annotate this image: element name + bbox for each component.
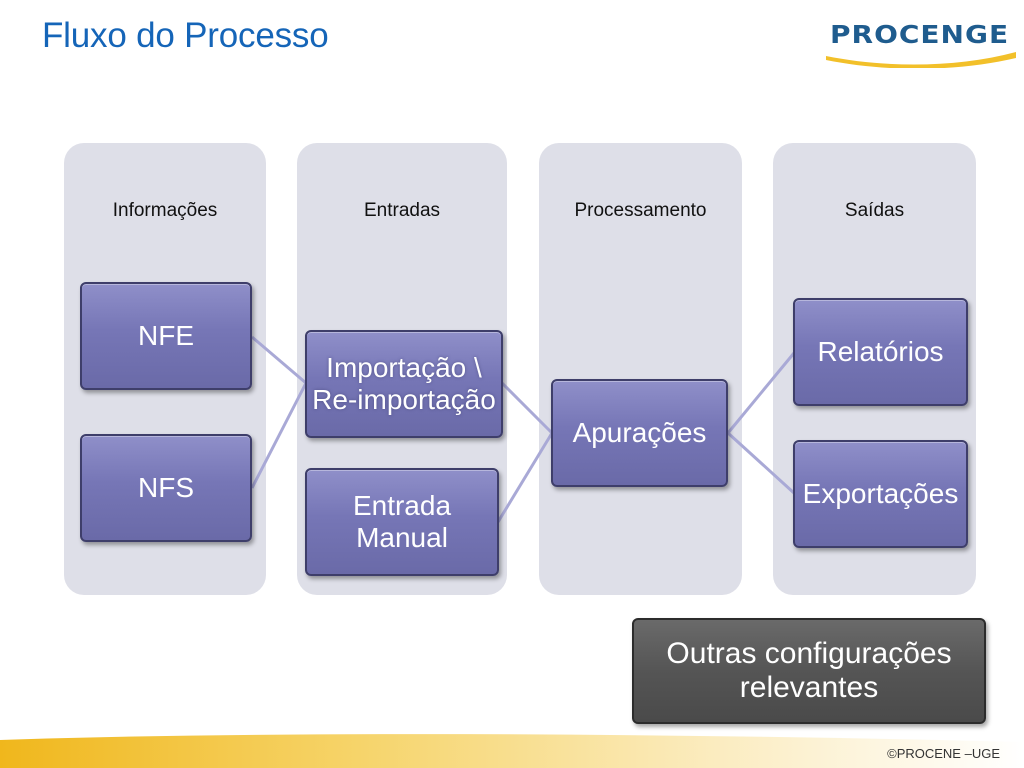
node-importacao[interactable]: Importação \ Re-importação: [305, 330, 503, 438]
column-label-saidas: Saídas: [844, 200, 905, 221]
column-label-informacoes: Informações: [112, 200, 218, 221]
node-importacao-label: Importação \ Re-importação: [312, 352, 496, 415]
node-nfe[interactable]: NFE: [80, 282, 252, 390]
node-outras-configuracoes-label: Outras configurações relevantes: [666, 637, 952, 704]
node-apuracoes[interactable]: Apurações: [551, 379, 728, 487]
node-exportacoes-label: Exportações: [802, 478, 959, 509]
column-label-entradas: Entradas: [363, 200, 441, 221]
node-nfe-label: NFE: [138, 320, 194, 351]
procenge-logo: PROCENGE: [826, 16, 1016, 68]
logo-swoosh-icon: [826, 52, 1016, 68]
node-nfs-label: NFS: [138, 472, 194, 503]
node-apuracoes-label: Apurações: [572, 417, 707, 448]
node-entrada-manual-label: Entrada Manual: [352, 490, 452, 553]
node-relatorios-label: Relatórios: [817, 336, 944, 367]
node-outras-configuracoes[interactable]: Outras configurações relevantes: [632, 618, 986, 724]
footer-band: [0, 734, 1024, 768]
node-entrada-manual[interactable]: Entrada Manual: [305, 468, 499, 576]
footer-copyright: ©PROCENE –UGE: [887, 746, 1000, 761]
logo-text: PROCENGE: [830, 19, 1010, 50]
slide-title: Fluxo do Processo: [42, 16, 329, 55]
node-nfs[interactable]: NFS: [80, 434, 252, 542]
node-relatorios[interactable]: Relatórios: [793, 298, 968, 406]
column-processamento: [539, 143, 742, 595]
column-label-processamento: Processamento: [574, 200, 707, 221]
node-exportacoes[interactable]: Exportações: [793, 440, 968, 548]
